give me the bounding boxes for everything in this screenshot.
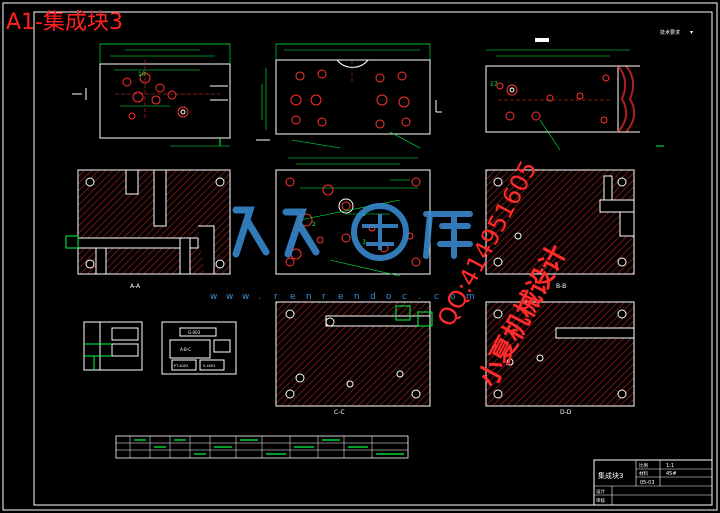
title-block-checker: 审核 <box>596 497 605 504</box>
corner-mark: ▾ <box>690 29 693 36</box>
title-block-code: 05-03 <box>640 480 655 486</box>
schematic-right: G-003 A-B-C PT-4003 S-4003 <box>161 321 237 375</box>
watermark-logo <box>232 203 473 261</box>
watermark-url-letter: n <box>354 292 360 302</box>
watermark-url-letter: r <box>322 292 326 302</box>
dim-label-10: 10 <box>138 71 146 78</box>
parts-list-table <box>115 435 409 459</box>
watermark-url-letter: m <box>466 292 475 302</box>
title-block-ratio-value: 1:1 <box>666 463 674 469</box>
section-label-b-b: B-B <box>556 283 566 290</box>
section-label-c-c: C-C <box>334 409 345 416</box>
watermark-url-letter: c <box>434 292 439 302</box>
dim-label-2: 2 <box>312 221 316 228</box>
watermark-url-letter: d <box>370 292 376 302</box>
dim-label-17: 17 <box>490 81 498 88</box>
section-label-d-d: D-D <box>560 409 572 416</box>
title-block-designer: 设计 <box>596 488 605 495</box>
watermark-url-letter: w <box>242 292 249 302</box>
watermark-url-letter: e <box>290 292 296 302</box>
dim-label-3: 3 <box>362 239 366 246</box>
top-middle-view <box>256 43 442 149</box>
title-block-ratio-label: 比例 <box>639 462 648 469</box>
top-right-view: 技术要求 ▾ <box>485 29 693 151</box>
title-block-material-value: 45# <box>666 471 677 477</box>
section-c-c: C-C <box>275 301 433 416</box>
drawing-title: A1-集成块3 <box>6 10 123 35</box>
schematic-box-4: S-4003 <box>203 364 215 368</box>
section-a-a: A-A <box>65 169 231 290</box>
watermark-url-letter: . <box>418 292 421 302</box>
watermark-url-letter: e <box>338 292 344 302</box>
section-label-a-a: A-A <box>130 283 141 290</box>
watermark-url-letter: r <box>274 292 278 302</box>
watermark-url-letter: . <box>258 292 261 302</box>
title-block-material-label: 材料 <box>639 470 648 477</box>
section-b-b: B-B <box>485 169 635 290</box>
watermark-url-letter: o <box>386 292 392 302</box>
schematic-left <box>83 321 143 371</box>
watermark-url-letter: c <box>402 292 407 302</box>
schematic-box-1: G-003 <box>188 330 201 335</box>
watermark-url-letter: o <box>450 292 456 302</box>
top-left-view <box>72 43 231 147</box>
schematic-box-3: PT-4003 <box>174 364 188 368</box>
corner-note: 技术要求 <box>660 29 680 36</box>
title-block: 集成块3 比例 1:1 材料 45# 05-03 设计 审核 <box>593 459 713 506</box>
watermark-url-letter: n <box>306 292 312 302</box>
title-block-part-name: 集成块3 <box>598 471 623 480</box>
schematic-box-2: A-B-C <box>180 347 191 352</box>
drawing-frame-inner <box>33 11 713 506</box>
section-d-d: D-D <box>485 301 635 416</box>
watermark-url-letter: w <box>226 292 233 302</box>
watermark-url-letter: w <box>210 292 217 302</box>
